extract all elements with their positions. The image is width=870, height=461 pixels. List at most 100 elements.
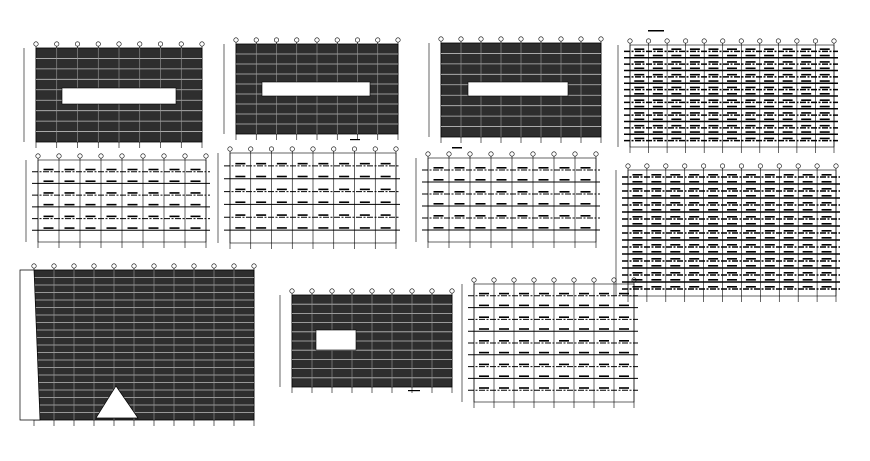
beam-annotation: [599, 363, 609, 366]
beam-annotation: [499, 363, 509, 366]
beam-annotation: [652, 131, 663, 133]
beam-annotation: [651, 286, 662, 288]
beam-annotation: [745, 105, 756, 108]
beam-annotation: [475, 215, 486, 217]
beam-annotation: [538, 167, 549, 169]
beam-annotation: [651, 195, 662, 197]
beam-annotation: [599, 316, 609, 318]
beam-annotation: [318, 214, 329, 216]
beam-annotation: [671, 86, 682, 89]
beam-annotation: [651, 223, 662, 225]
beam-annotation: [519, 316, 529, 318]
beam-annotation: [127, 192, 138, 194]
beam-annotation: [519, 363, 529, 366]
beam-annotation: [764, 99, 775, 101]
beam-annotation: [651, 230, 662, 232]
beam-annotation: [517, 191, 528, 193]
beam-annotation: [538, 203, 549, 205]
beam-annotation: [689, 188, 700, 190]
beam-annotation: [670, 272, 681, 274]
beam-annotation: [256, 214, 267, 216]
beam-annotation: [689, 223, 700, 225]
beam-annotation: [727, 67, 737, 70]
triangular-void: [95, 385, 139, 419]
beam-annotation: [106, 168, 117, 171]
scale-bar: [648, 30, 664, 32]
beam-annotation: [782, 124, 793, 127]
beam-annotation: [782, 131, 793, 133]
beam-annotation: [499, 304, 509, 307]
beam-annotation: [539, 292, 549, 295]
beam-annotation: [519, 328, 529, 330]
beam-annotation: [708, 279, 719, 281]
beam-annotation: [764, 209, 775, 211]
beam-annotation: [579, 351, 589, 354]
beam-annotation: [580, 215, 591, 217]
beam-annotation: [708, 61, 719, 63]
beam-annotation: [519, 387, 529, 389]
beam-annotation: [517, 167, 528, 169]
beam-annotation: [85, 192, 96, 194]
beam-annotation: [43, 180, 54, 183]
beam-annotation: [632, 202, 643, 204]
beam-annotation: [632, 272, 643, 274]
beam-annotation: [632, 174, 643, 176]
beam-annotation: [783, 216, 794, 218]
beam-annotation: [802, 216, 813, 218]
beam-annotation: [802, 251, 813, 253]
beam-annotation: [539, 340, 549, 342]
beam-annotation: [634, 54, 645, 57]
beam-annotation: [559, 328, 569, 330]
beam-annotation: [708, 99, 719, 101]
beam-annotation: [652, 48, 663, 50]
beam-annotation: [801, 118, 812, 121]
beam-annotation: [85, 215, 96, 218]
beam-annotation: [148, 168, 159, 171]
beam-annotation: [727, 258, 737, 260]
beam-annotation: [783, 286, 794, 288]
beam-annotation: [708, 216, 719, 218]
beam-annotation: [801, 105, 812, 108]
beam-annotation: [169, 215, 180, 218]
beam-annotation: [801, 73, 812, 76]
beam-annotation: [496, 203, 507, 205]
beam-annotation: [764, 237, 775, 239]
beam-annotation: [106, 215, 117, 218]
beam-annotation: [64, 168, 75, 171]
beam-annotation: [169, 180, 180, 183]
beam-annotation: [380, 214, 391, 216]
beam-annotation: [433, 203, 444, 205]
beam-annotation: [651, 174, 662, 176]
beam-annotation: [801, 54, 812, 57]
beam-annotation: [106, 203, 117, 206]
beam-annotation: [708, 188, 719, 190]
beam-annotation: [783, 209, 794, 211]
courtyard-void: [61, 87, 177, 105]
beam-annotation: [670, 223, 681, 225]
beam-annotation: [821, 265, 832, 267]
beam-annotation: [499, 316, 509, 318]
beam-annotation: [783, 181, 794, 183]
plan-outline: [229, 152, 397, 244]
beam-annotation: [689, 137, 700, 140]
beam-annotation: [670, 230, 681, 232]
beam-annotation: [708, 93, 719, 95]
beam-annotation: [651, 244, 662, 246]
beam-annotation: [318, 175, 329, 178]
beam-annotation: [632, 223, 643, 225]
beam-annotation: [454, 203, 465, 205]
beam-annotation: [745, 209, 756, 211]
beam-annotation: [579, 328, 589, 330]
beam-annotation: [670, 188, 681, 190]
beam-annotation: [539, 363, 549, 366]
floor-plan-a1: [23, 41, 205, 148]
beam-annotation: [727, 265, 737, 267]
beam-annotation: [43, 203, 54, 206]
beam-annotation: [802, 265, 813, 267]
beam-annotation: [652, 105, 663, 108]
beam-annotation: [559, 363, 569, 366]
beam-annotation: [64, 227, 75, 229]
beam-annotation: [745, 202, 756, 204]
beam-annotation: [764, 93, 775, 95]
beam-annotation: [619, 340, 629, 342]
